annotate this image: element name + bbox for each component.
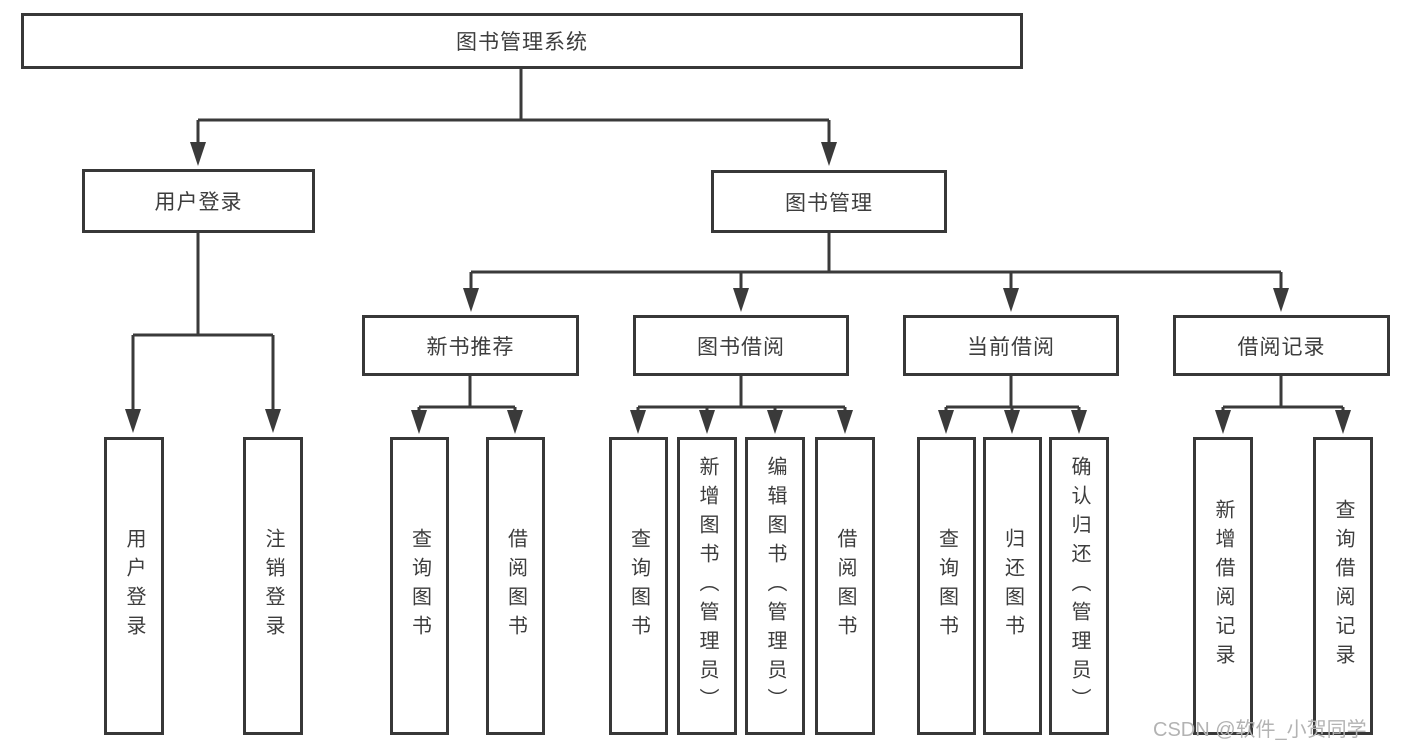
leaf-borrow-books: 借阅图书: [815, 437, 875, 735]
leaf-borrow-books-label: 借阅图书: [834, 528, 856, 644]
node-book-borrowing: 图书借阅: [633, 315, 849, 376]
leaf-add-books-admin-label: 新增图书（管理员）: [696, 455, 718, 717]
leaf-query-books-recommend: 查询图书: [390, 437, 449, 735]
node-current-borrowing-label: 当前借阅: [967, 335, 1055, 359]
node-user-login-label: 用户登录: [154, 191, 243, 214]
node-user-login: 用户登录: [82, 169, 315, 233]
node-borrowing-records-label: 借阅记录: [1237, 335, 1326, 359]
leaf-return-books: 归还图书: [983, 437, 1042, 735]
leaf-add-borrow-record-label: 新增借阅记录: [1212, 499, 1234, 673]
arrowheads: [125, 142, 1351, 434]
leaf-confirm-return-admin: 确认归还（管理员）: [1049, 437, 1109, 735]
csdn-watermark: CSDN @软件_小贺同学: [1153, 719, 1367, 741]
leaf-edit-books-admin: 编辑图书（管理员）: [745, 437, 805, 735]
node-borrowing-records: 借阅记录: [1173, 315, 1390, 376]
leaf-query-books-recommend-label: 查询图书: [408, 528, 431, 644]
node-new-book-recommend: 新书推荐: [362, 315, 579, 376]
node-new-book-recommend-label: 新书推荐: [426, 335, 515, 359]
leaf-query-books-current-label: 查询图书: [935, 528, 958, 644]
node-current-borrowing: 当前借阅: [903, 315, 1119, 376]
leaf-query-books-borrow: 查询图书: [609, 437, 668, 735]
leaf-query-books-borrow-label: 查询图书: [627, 528, 650, 644]
leaf-add-borrow-record: 新增借阅记录: [1193, 437, 1253, 735]
leaf-query-borrow-record: 查询借阅记录: [1313, 437, 1373, 735]
leaf-return-books-label: 归还图书: [1001, 528, 1024, 644]
leaf-query-books-current: 查询图书: [917, 437, 976, 735]
connector-strokes: [131, 69, 1345, 416]
node-root-system: 图书管理系统: [21, 13, 1023, 69]
node-book-borrowing-label: 图书借阅: [697, 335, 785, 359]
leaf-borrow-books-recommend: 借阅图书: [486, 437, 545, 735]
leaf-edit-books-admin-label: 编辑图书（管理员）: [764, 455, 786, 717]
leaf-logout: 注销登录: [243, 437, 303, 735]
leaf-user-login-label: 用户登录: [123, 528, 145, 644]
leaf-confirm-return-admin-label: 确认归还（管理员）: [1068, 455, 1090, 717]
node-book-management-label: 图书管理: [785, 191, 873, 215]
leaf-user-login: 用户登录: [104, 437, 164, 735]
leaf-add-books-admin: 新增图书（管理员）: [677, 437, 737, 735]
leaf-query-borrow-record-label: 查询借阅记录: [1332, 499, 1354, 673]
leaf-borrow-books-recommend-label: 借阅图书: [504, 528, 527, 644]
node-book-management: 图书管理: [711, 170, 947, 233]
node-root-system-label: 图书管理系统: [456, 31, 588, 54]
leaf-logout-label: 注销登录: [262, 528, 284, 644]
